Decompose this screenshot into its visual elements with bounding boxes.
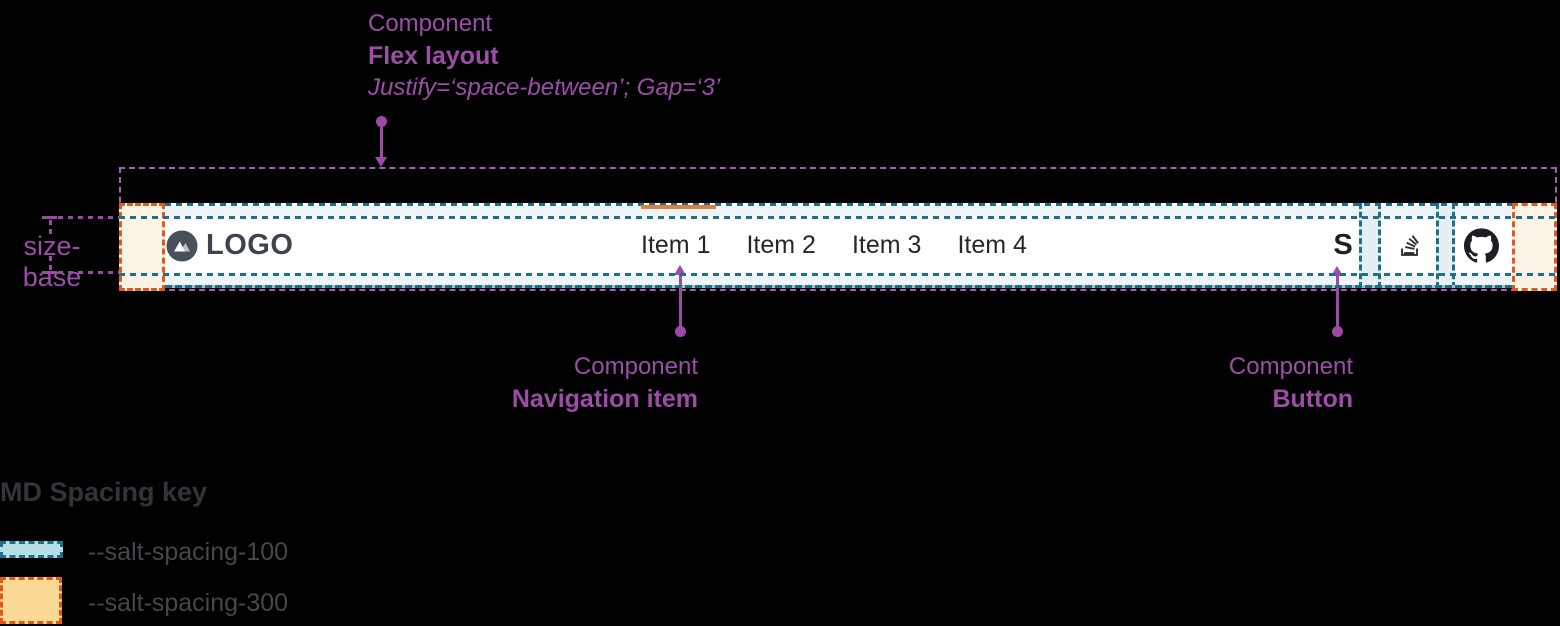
measure-cap-bottom: [42, 271, 57, 274]
navigation-bar: LOGO Item 1 Item 2 Item 3 Item 4 S: [119, 203, 1557, 291]
spacing-100-gap: [1359, 203, 1381, 288]
arrow-up-icon: [674, 265, 686, 275]
nav-item-1[interactable]: Item 1: [641, 231, 711, 259]
spacing-100-strip-top: [119, 206, 1557, 216]
button-annotation: Component Button: [1103, 351, 1353, 415]
stackoverflow-button[interactable]: [1388, 203, 1432, 288]
legend-title: MD Spacing key: [0, 477, 208, 507]
salt-s-icon: S: [1333, 229, 1353, 261]
spacing-100-strip-bottom: [119, 276, 1557, 285]
annotation-line: Navigation item: [511, 385, 698, 413]
active-item-indicator: [641, 205, 716, 209]
annotation-dot: [376, 116, 387, 127]
spacing-dash-line: [165, 203, 1512, 206]
logo[interactable]: LOGO: [166, 203, 293, 288]
mountain-icon: [166, 230, 198, 262]
annotation-line: Component: [1228, 353, 1353, 380]
salt-logo-button[interactable]: S: [1321, 203, 1365, 288]
spacing-dash-line: [119, 273, 1557, 276]
size-base-label: size-base: [22, 231, 82, 292]
nav-item-3[interactable]: Item 3: [851, 231, 922, 259]
spacing-100-swatch: [0, 541, 63, 558]
nav-item-annotation: Component Navigation item: [448, 351, 698, 415]
github-icon: [1463, 228, 1499, 263]
github-button[interactable]: [1459, 203, 1503, 288]
arrow-up-icon: [1331, 266, 1343, 276]
measure-line-top: [58, 216, 119, 219]
annotation-arrow-line: [679, 274, 682, 327]
annotation-line: Component: [573, 353, 698, 380]
annotation-arrow-line: [1336, 275, 1339, 327]
measure-line-bottom: [58, 271, 119, 274]
spacing-100-label: --salt-spacing-100: [88, 538, 289, 566]
spacing-dash-line: [119, 216, 1557, 219]
stackoverflow-icon: [1398, 233, 1423, 258]
logo-text: LOGO: [206, 229, 294, 261]
annotation-line: Justify=‘space-between’; Gap=‘3’: [368, 74, 721, 101]
nav-item-2[interactable]: Item 2: [746, 231, 816, 259]
annotation-line: Component: [368, 10, 493, 37]
annotation-line: Button: [1272, 385, 1353, 413]
measure-cap-top: [42, 216, 57, 219]
spacing-300-swatch: [0, 577, 62, 624]
nav-item-4[interactable]: Item 4: [957, 231, 1027, 259]
spacing-300-label: --salt-spacing-300: [88, 589, 289, 617]
measure-stem: [49, 256, 52, 270]
arrow-down-icon: [375, 157, 387, 167]
spacing-dash-line: [165, 285, 1512, 288]
annotation-dot: [675, 326, 686, 337]
spacing-100-gap: [1436, 203, 1455, 288]
flex-layout-annotation: Component Flex layout Justify=‘space-bet…: [368, 8, 720, 104]
annotation-arrow-line: [380, 125, 383, 159]
annotation-line: Flex layout: [368, 42, 499, 70]
navigation-items: Item 1 Item 2 Item 3 Item 4: [641, 203, 1027, 288]
measure-stem: [49, 220, 52, 234]
annotation-dot: [1332, 326, 1343, 337]
